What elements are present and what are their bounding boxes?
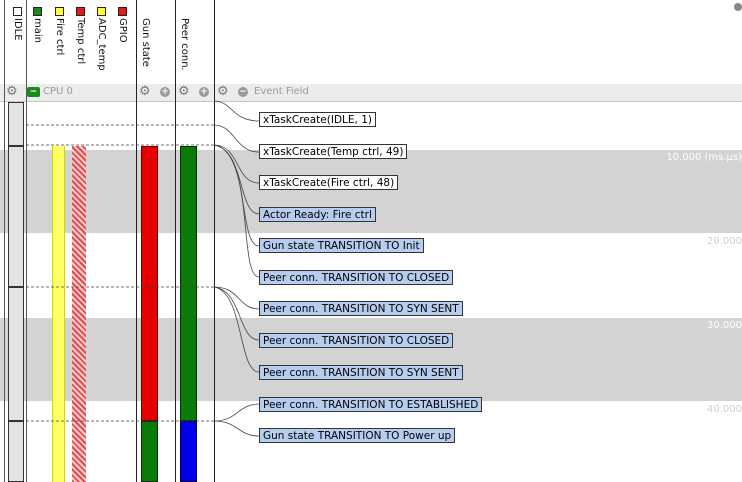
peer-conn-bar[interactable]	[180, 146, 197, 421]
column-label: Peer conn.	[179, 18, 190, 71]
minus-icon[interactable]: −	[27, 87, 40, 97]
color-swatch-icon	[33, 7, 42, 16]
time-band	[0, 318, 742, 401]
column-divider	[136, 0, 137, 482]
event-item[interactable]: Gun state TRANSITION TO Power up	[259, 428, 456, 443]
temp-ctrl-bar[interactable]	[72, 146, 86, 482]
event-item[interactable]: xTaskCreate(IDLE, 1)	[259, 112, 376, 127]
column-divider	[175, 0, 176, 482]
column-label: Gun state	[140, 18, 151, 67]
event-item[interactable]: Peer conn. TRANSITION TO SYN SENT	[259, 365, 463, 380]
minus-icon[interactable]: −	[238, 87, 248, 97]
add-icon[interactable]: +	[160, 87, 170, 97]
gear-icon[interactable]: ⚙	[6, 84, 18, 99]
column-fire-ctrl[interactable]: Fire ctrl	[52, 4, 66, 82]
color-swatch-icon	[97, 7, 106, 16]
gear-icon[interactable]: ⚙	[217, 84, 229, 99]
column-label: Temp ctrl	[75, 18, 86, 65]
column-main[interactable]: main	[30, 4, 44, 82]
idle-slice[interactable]	[8, 146, 24, 287]
column-peer-conn[interactable]: Peer conn.	[177, 4, 191, 82]
gear-icon[interactable]: ⚙	[178, 84, 190, 99]
color-swatch-icon	[13, 7, 22, 16]
column-label: ADC_temp	[96, 18, 107, 71]
collapse-icon[interactable]	[734, 3, 742, 11]
column-idle[interactable]: IDLE	[10, 4, 24, 82]
gun-state-bar[interactable]	[141, 146, 158, 421]
event-item[interactable]: Peer conn. TRANSITION TO CLOSED	[259, 333, 454, 348]
column-gun-state[interactable]: Gun state	[138, 4, 152, 82]
color-swatch-icon	[76, 7, 85, 16]
column-toolbar: ⚙ − CPU 0 ⚙ + ⚙ + ⚙ − Event Field	[0, 84, 742, 102]
column-label: main	[32, 18, 43, 43]
event-field-label: Event Field	[254, 86, 309, 97]
event-item[interactable]: Peer conn. TRANSITION TO ESTABLISHED	[259, 397, 483, 412]
column-divider	[26, 0, 27, 482]
fire-ctrl-bar[interactable]	[52, 146, 65, 482]
event-item[interactable]: Actor Ready: Fire ctrl	[259, 207, 376, 222]
time-label: 10.000 (ms.µs)	[666, 152, 742, 163]
add-icon[interactable]: +	[199, 87, 209, 97]
time-label: 40.000	[707, 404, 742, 415]
event-item[interactable]: Peer conn. TRANSITION TO SYN SENT	[259, 301, 463, 316]
idle-slice[interactable]	[8, 102, 24, 146]
event-item[interactable]: Peer conn. TRANSITION TO CLOSED	[259, 270, 454, 285]
column-adc-temp[interactable]: ADC_temp	[94, 4, 108, 82]
time-label: 20.000	[707, 236, 742, 247]
gear-icon[interactable]: ⚙	[139, 84, 151, 99]
event-item[interactable]: Gun state TRANSITION TO Init	[259, 238, 424, 253]
column-header: IDLE main Fire ctrl Temp ctrl ADC_temp G…	[0, 0, 742, 85]
time-label: 30.000	[707, 320, 742, 331]
cpu-label: CPU 0	[43, 86, 73, 97]
event-item[interactable]: xTaskCreate(Temp ctrl, 49)	[259, 144, 408, 159]
column-divider	[214, 0, 215, 482]
column-label: Fire ctrl	[54, 18, 65, 56]
column-label: GPIO	[117, 18, 128, 43]
event-item[interactable]: xTaskCreate(Fire ctrl, 48)	[259, 175, 399, 190]
idle-slice[interactable]	[8, 287, 24, 421]
column-divider	[4, 0, 5, 482]
color-swatch-icon	[55, 7, 64, 16]
column-gpio[interactable]: GPIO	[115, 4, 129, 82]
color-swatch-icon	[118, 7, 127, 16]
column-label: IDLE	[12, 18, 23, 41]
column-temp-ctrl[interactable]: Temp ctrl	[73, 4, 87, 82]
